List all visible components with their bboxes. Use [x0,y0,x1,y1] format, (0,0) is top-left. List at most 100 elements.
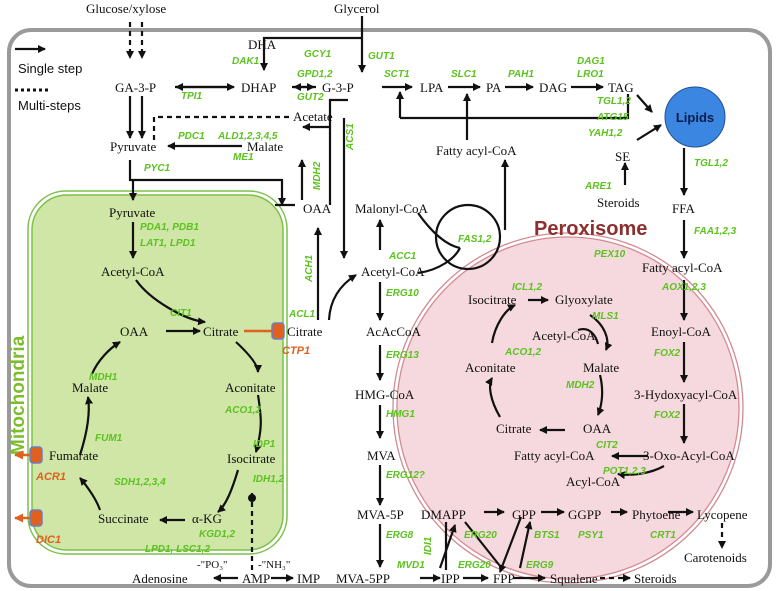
metabolite-succinate: Succinate [98,511,149,526]
gene-pex10: PEX10 [594,249,626,260]
gene-mdh2-px: MDH2 [566,380,595,391]
gene-tpi1: TPI1 [181,91,203,102]
metabolite-hmg-coa: HMG-CoA [355,387,415,402]
gene-ald: ALD1,2,3,4,5 [217,131,278,142]
metabolite-fpp: FPP [493,571,515,586]
gene-erg20-top: ERG20 [464,530,497,541]
gene-pah1: PAH1 [508,69,534,80]
gene-tgl12-top: TGL1,2 [597,96,631,107]
metabolite-po3: -"PO₃" [197,559,228,571]
gene-aco12-mito: ACO1,2 [224,405,262,416]
gene-psy1: PSY1 [578,530,604,541]
metabolite-acetyl-coa-px: Acetyl-CoA [532,328,596,343]
peroxisome-label: Peroxisome [534,218,647,240]
metabolite-dmapp: DMAPP [421,507,466,522]
metabolite-tag: TAG [608,80,634,95]
gene-erg12: ERG12? [386,470,425,481]
lipids-label: Lipids [676,110,714,125]
gene-pyc1: PYC1 [144,163,171,174]
metabolite-imp: IMP [297,571,320,586]
gene-me1: ME1 [233,152,254,163]
gene-erg13: ERG13 [386,350,419,361]
gene-erg8: ERG8 [386,530,414,541]
metabolite-malonyl-coa: Malonyl-CoA [355,201,429,216]
gene-cit1: CIT1 [170,308,192,319]
gene-atg15: ATG15 [596,112,629,123]
legend-single-step: Single step [18,61,82,76]
metabolite-acetyl-coa-mito: Acetyl-CoA [101,264,165,279]
metabolite-ffa: FFA [672,201,695,216]
gene-fum1: FUM1 [95,433,123,444]
metabolite-amp: AMP [242,571,270,586]
metabolite-nh3: -"NH₃" [258,559,290,571]
reaction-arrows [126,16,688,258]
metabolite-acetate: Acetate [293,109,333,124]
transporter-labels: CTP1 ACR1 DIC1 [35,345,310,546]
metabolite-lpa: LPA [420,80,444,95]
metabolite-g3p: G-3-P [322,80,354,95]
metabolite-hydroxyacyl-coa: 3-Hydoxyacyl-CoA [634,387,738,402]
metabolite-fatty-acyl-coa-cycle: Fatty acyl-CoA [514,448,595,463]
metabolite-se: SE [615,149,630,164]
metabolite-pyruvate-mito: Pyruvate [109,205,155,220]
transporter-dic1: DIC1 [36,534,61,546]
metabolite-ggpp: GGPP [568,507,601,522]
metabolite-fatty-acyl-coa-top: Fatty acyl-CoA [436,143,517,158]
metabolite-carotenoids: Carotenoids [684,550,747,565]
metabolite-labels: Glucose/xylose Glycerol DHA GA-3-P DHAP … [49,1,748,586]
metabolite-isocitrate-px: Isocitrate [468,292,517,307]
metabolite-citrate-mito: Citrate [203,324,239,339]
metabolite-malate-px: Malate [583,360,619,375]
metabolite-malate-mito: Malate [72,380,108,395]
gene-pdc1: PDC1 [178,131,205,142]
gene-idp1: IDP1 [253,439,276,450]
gene-fox2-a: FOX2 [654,348,681,359]
metabolite-pa: PA [486,80,502,95]
metabolite-steroids-bottom: Steroids [634,571,677,586]
gene-icl12: ICL1,2 [512,282,542,293]
metabolite-glyoxylate: Glyoxylate [555,292,613,307]
gene-hmg1: HMG1 [386,409,415,420]
metabolite-acetyl-coa-cyto: Acetyl-CoA [361,264,425,279]
gene-dak1: DAK1 [232,56,260,67]
metabolite-mva5pp: MVA-5PP [336,571,390,586]
gene-idh12: IDH1,2 [253,474,285,485]
metabolite-malate: Malate [247,139,283,154]
gene-ach1: ACH1 [304,254,315,283]
metabolite-isocitrate-mito: Isocitrate [227,451,276,466]
gene-gpd12: GPD1,2 [297,69,333,80]
gene-gut2: GUT2 [297,92,324,103]
metabolite-lycopene: Lycopene [697,507,748,522]
gene-idi1: IDI1 [423,536,434,555]
metabolite-mva: MVA [367,448,396,463]
mitochondria-label: Mitochondria [8,335,29,455]
mva-arrows [213,159,726,582]
gene-mdh1: MDH1 [89,372,118,383]
metabolite-aconitate-px: Aconitate [465,360,516,375]
transporter-ctp1: CTP1 [282,345,310,357]
gene-yah12: YAH1,2 [588,128,623,139]
transporter-acr1: ACR1 [35,471,66,483]
gene-pda1: PDA1, PDB1 [140,222,199,233]
metabolite-ga3p: GA-3-P [115,80,156,95]
metabolite-pyruvate: Pyruvate [110,139,156,154]
legend-multi-steps: Multi-steps [18,98,81,113]
metabolite-fumarate: Fumarate [49,448,98,463]
metabolite-oaa-mito: OAA [120,324,149,339]
mitochondria-arrows [14,180,357,575]
gene-cit2: CIT2 [596,440,618,451]
gene-sdh: SDH1,2,3,4 [114,477,166,488]
metabolite-fatty-acyl-coa-px: Fatty acyl-CoA [642,260,723,275]
gene-bts1: BTS1 [534,530,560,541]
metabolite-acacoa: AcAcCoA [366,324,421,339]
gene-lro1: LRO1 [577,69,604,80]
gene-crt1: CRT1 [650,530,676,541]
metabolite-citrate-cyto: Citrate [287,324,323,339]
peroxisome-arrows [485,220,688,480]
gene-sct1: SCT1 [384,69,410,80]
gene-fox2-b: FOX2 [654,410,681,421]
gene-mls1: MLS1 [592,311,619,322]
lipids-droplet: Lipids [664,86,726,148]
metabolite-gpp: GPP [512,507,536,522]
metabolite-dhap: DHAP [241,80,276,95]
